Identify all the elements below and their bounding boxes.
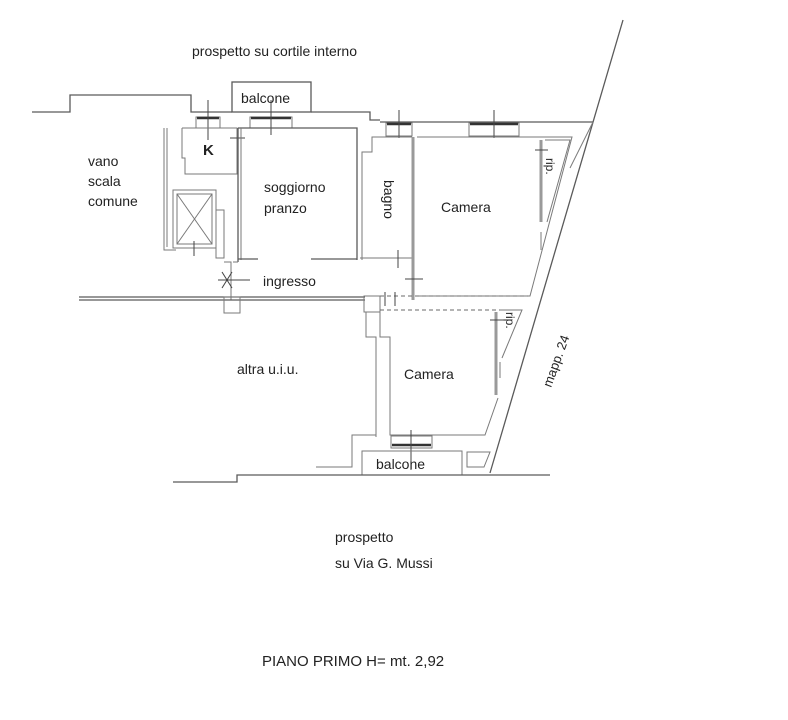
bottom-facade-wall [173, 434, 550, 483]
stairwell-label-3: comune [88, 193, 138, 209]
other-unit-label: altra u.i.u. [237, 361, 298, 377]
closet-upper: rip. [543, 139, 571, 223]
property-boundary [489, 19, 624, 474]
balcony-bottom: balcone [361, 450, 491, 476]
kitchen: K [181, 127, 245, 175]
living-label-1: soggiorno [264, 179, 326, 195]
bedroom-upper-label: Camera [441, 199, 491, 215]
bottom-elevation-label-2: su Via G. Mussi [335, 555, 433, 571]
top-elevation-label: prospetto su cortile interno [192, 43, 357, 59]
bathroom-label: bagno [381, 180, 397, 219]
bedroom-lower: Camera [365, 312, 504, 437]
kitchen-label: K [203, 142, 214, 159]
dashed-passage [380, 292, 528, 311]
parcel-label: mapp. 24 [540, 333, 573, 389]
living-label-2: pranzo [264, 200, 307, 216]
top-facade-wall [32, 94, 593, 123]
living-dining-room: soggiorno pranzo [237, 127, 358, 262]
balcony-top-label: balcone [241, 90, 290, 106]
window-bottom [390, 430, 433, 470]
stairwell: vano scala comune [88, 128, 176, 251]
stairwell-label-1: vano [88, 153, 119, 169]
bedroom-lower-label: Camera [404, 366, 454, 382]
floor-caption: PIANO PRIMO H= mt. 2,92 [262, 653, 444, 670]
closet-lower-label: rip. [503, 312, 517, 329]
elevator [172, 189, 225, 259]
middle-wall [79, 295, 381, 314]
balcony-bottom-label: balcone [376, 456, 425, 472]
bottom-elevation-label-1: prospetto [335, 529, 394, 545]
entrance: ingresso [218, 261, 316, 300]
closet-lower: rip. [499, 309, 523, 378]
stairwell-label-2: scala [88, 173, 121, 189]
closet-upper-label: rip. [543, 158, 557, 175]
bathroom: bagno [360, 136, 423, 300]
entrance-label: ingresso [263, 273, 316, 289]
other-unit: altra u.i.u. [237, 361, 298, 377]
